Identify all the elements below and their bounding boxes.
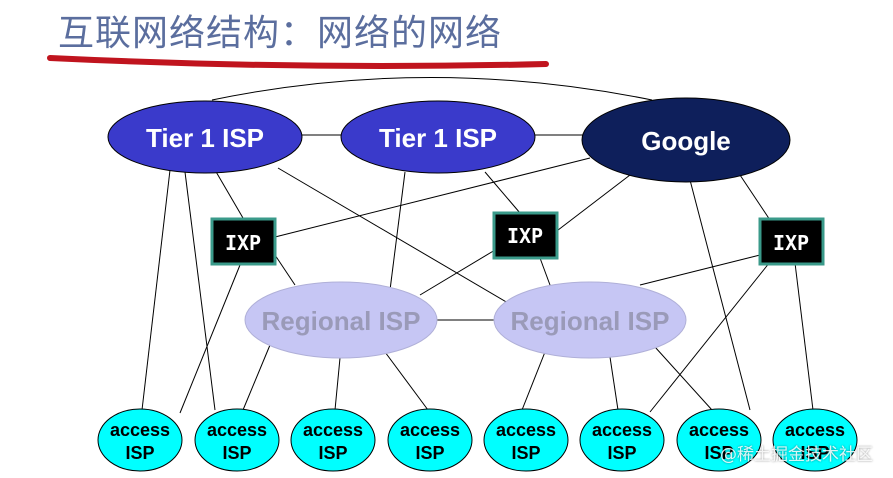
access-isp-8-line2: ISP bbox=[800, 443, 829, 463]
access-isp-7: access ISP bbox=[676, 408, 762, 472]
access-isp-1: access ISP bbox=[97, 408, 183, 472]
access-isp-4-line2: ISP bbox=[415, 443, 444, 463]
google-network: Google bbox=[581, 97, 791, 183]
access-isp-2: access ISP bbox=[194, 408, 280, 472]
access-isp-3: access ISP bbox=[290, 408, 376, 472]
access-isp-6-line1: access bbox=[592, 420, 652, 440]
access-isp-3-line2: ISP bbox=[318, 443, 347, 463]
ixp-right: IXP bbox=[758, 217, 825, 266]
access-isp-4: access ISP bbox=[387, 408, 473, 472]
access-isp-6-line2: ISP bbox=[607, 443, 636, 463]
google-label: Google bbox=[641, 126, 731, 156]
access-isp-5: access ISP bbox=[483, 408, 569, 472]
access-isp-6: access ISP bbox=[579, 408, 665, 472]
tier1-isp-right: Tier 1 ISP bbox=[340, 100, 536, 174]
access-isp-4-line1: access bbox=[400, 420, 460, 440]
access-isp-2-line1: access bbox=[207, 420, 267, 440]
tier1-isp-left: Tier 1 ISP bbox=[107, 100, 303, 174]
regional-isp-right: Regional ISP bbox=[493, 281, 687, 359]
ixp-left-label: IXP bbox=[225, 231, 261, 255]
access-isp-5-line2: ISP bbox=[511, 443, 540, 463]
page-title: 互联网络结构：网络的网络 bbox=[58, 13, 503, 54]
links bbox=[141, 77, 814, 414]
tier1-isp-right-label: Tier 1 ISP bbox=[379, 123, 497, 153]
regional-isp-right-label: Regional ISP bbox=[511, 306, 670, 336]
access-isp-8-line1: access bbox=[785, 420, 845, 440]
access-isp-8: access ISP bbox=[772, 408, 858, 472]
ixp-middle: IXP bbox=[492, 211, 559, 260]
title-underline bbox=[47, 55, 549, 69]
access-isp-3-line1: access bbox=[303, 420, 363, 440]
regional-isp-left: Regional ISP bbox=[244, 281, 438, 359]
access-isp-7-line1: access bbox=[689, 420, 749, 440]
ixp-left: IXP bbox=[210, 217, 277, 266]
watermark: @稀土掘金技术社区 bbox=[720, 445, 873, 465]
access-isp-1-line1: access bbox=[110, 420, 170, 440]
regional-isp-left-label: Regional ISP bbox=[262, 306, 421, 336]
ixp-middle-label: IXP bbox=[507, 224, 543, 248]
access-isp-2-line2: ISP bbox=[222, 443, 251, 463]
access-isp-5-line1: access bbox=[496, 420, 556, 440]
access-isp-7-line2: ISP bbox=[704, 443, 733, 463]
access-isp-1-line2: ISP bbox=[125, 443, 154, 463]
ixp-right-label: IXP bbox=[773, 231, 809, 255]
tier1-isp-left-label: Tier 1 ISP bbox=[146, 123, 264, 153]
